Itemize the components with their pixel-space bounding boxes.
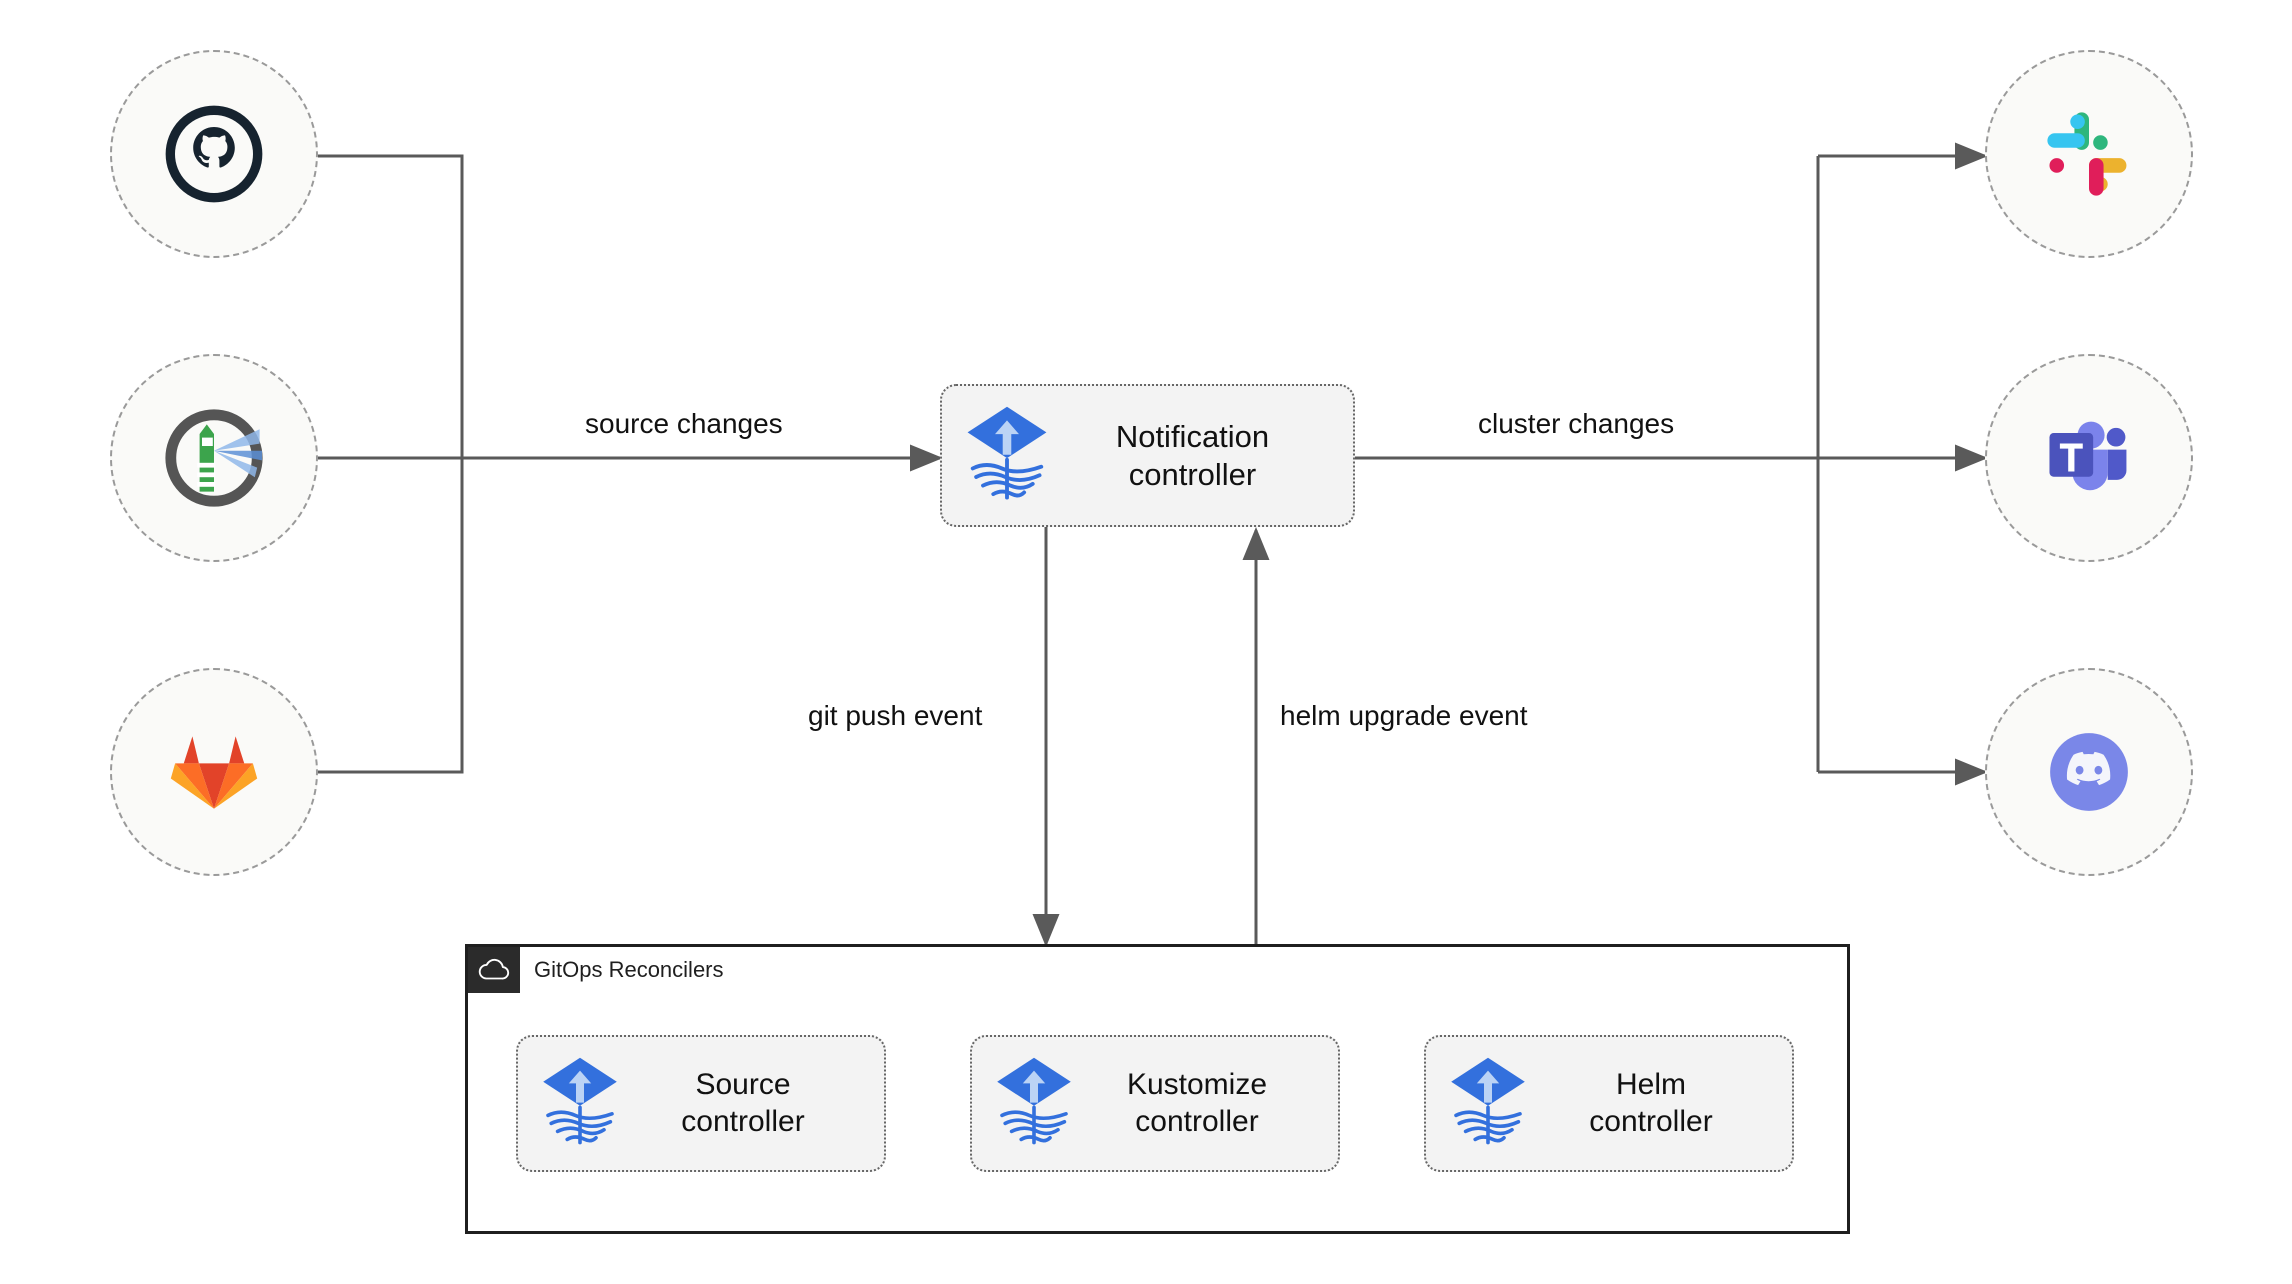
wire-github-to-bus [318,154,464,458]
flux-logo-icon [994,1056,1074,1151]
flux-logo-icon [1448,1056,1528,1151]
github-icon [112,52,316,256]
flux-logo-icon [964,405,1050,506]
source-node-flux[interactable] [110,354,318,562]
slack-icon [1987,52,2191,256]
edge-label-helm-upgrade-event: helm upgrade event [1280,700,1528,731]
microsoft-teams-icon [1987,356,2191,560]
helm-controller-box[interactable]: Helm controller [1424,1035,1794,1172]
destination-node-teams[interactable] [1985,354,2193,562]
edge-label-source-changes: source changes [585,408,783,439]
wire-gitlab-to-bus [318,458,464,774]
helm-controller-label: Helm controller [1589,1067,1713,1138]
kustomize-controller-label: Kustomize controller [1126,1067,1268,1138]
destination-node-slack[interactable] [1985,50,2193,258]
flux-lighthouse-icon [112,356,316,560]
discord-icon [1987,670,2191,874]
source-controller-box[interactable]: Source controller [516,1035,886,1172]
gitops-reconcilers-title: GitOps Reconcilers [534,957,724,982]
flux-logo-icon [540,1056,620,1151]
source-node-gitlab[interactable] [110,668,318,876]
destination-node-discord[interactable] [1985,668,2193,876]
gitlab-icon [112,670,316,874]
source-controller-label: Source controller [681,1067,805,1138]
kustomize-controller-box[interactable]: Kustomize controller [970,1035,1340,1172]
cloud-icon [468,947,520,993]
notification-controller-label: Notification controller [1115,418,1270,492]
source-node-github[interactable] [110,50,318,258]
edge-label-cluster-changes: cluster changes [1478,408,1675,439]
notification-controller-box[interactable]: Notification controller [940,384,1355,527]
edge-label-git-push-event: git push event [808,700,983,731]
